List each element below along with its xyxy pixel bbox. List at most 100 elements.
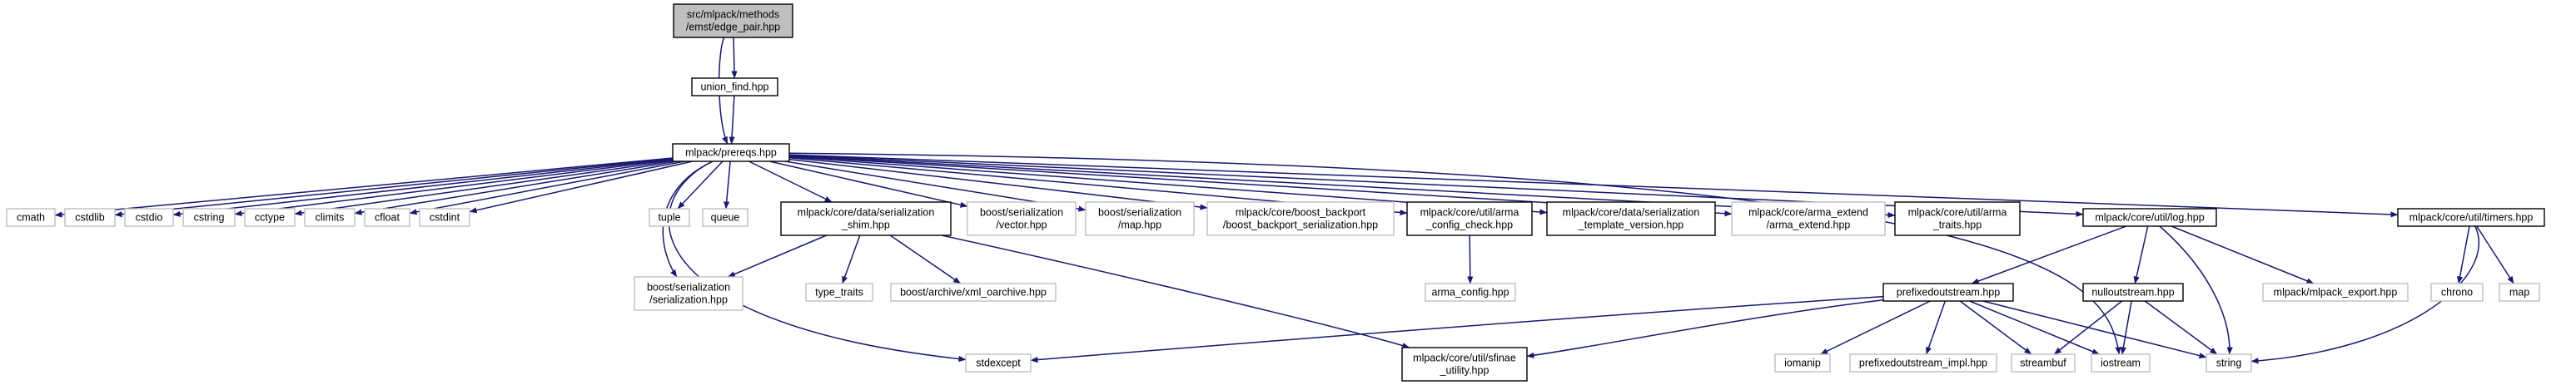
node-label-line: /arma_extend.hpp bbox=[1767, 220, 1851, 231]
node-box bbox=[2011, 353, 2076, 373]
edge-shim-to-sfinae bbox=[942, 234, 1410, 348]
edge-prefixedoutstream-to-sfinae bbox=[1526, 299, 1884, 358]
node-box bbox=[2397, 208, 2545, 227]
node-label-line: cmath bbox=[17, 212, 45, 224]
edge-prereqs-to-cstdint bbox=[469, 160, 693, 214]
node-label-line: /boost_backport_serialization.hpp bbox=[1223, 220, 1378, 231]
edge-prefixedoutstream-to-streambuf bbox=[1959, 300, 2032, 355]
edge-timers-to-map bbox=[2476, 225, 2514, 284]
node-template-version[interactable]: mlpack/core/data/serialization_template_… bbox=[1546, 201, 1716, 236]
edge-prereqs-to-cstdio bbox=[172, 158, 674, 217]
node-arma-traits[interactable]: mlpack/core/util/arma_traits.hpp bbox=[1894, 201, 2021, 236]
edge-nulloutstream-to-streambuf bbox=[2053, 300, 2123, 355]
node-box bbox=[364, 208, 410, 227]
node-cctype: cctype bbox=[244, 208, 296, 227]
node-box bbox=[2430, 283, 2484, 302]
node-label-line: mlpack/core/data/serialization bbox=[798, 207, 935, 219]
node-box bbox=[2091, 353, 2151, 373]
node-iomanip: iomanip bbox=[1774, 353, 1831, 373]
node-label-line: string bbox=[2216, 358, 2242, 369]
node-nulloutstream[interactable]: nulloutstream.hpp bbox=[2082, 283, 2184, 302]
edge-prefixedoutstream-to-string bbox=[1982, 300, 2207, 359]
edge-prereqs-to-tuple bbox=[677, 160, 724, 210]
node-label-line: union_find.hpp bbox=[700, 81, 768, 93]
node-box bbox=[1894, 201, 2021, 236]
node-box bbox=[6, 208, 56, 227]
node-cstdio: cstdio bbox=[124, 208, 174, 227]
node-string: string bbox=[2206, 353, 2252, 373]
node-timers[interactable]: mlpack/core/util/timers.hpp bbox=[2397, 208, 2545, 227]
node-label-line: cstdio bbox=[136, 212, 163, 224]
edge-prereqs-to-shim bbox=[748, 160, 833, 203]
edge-shim-to-xml_oarchive bbox=[889, 234, 962, 284]
edge-timers-to-string bbox=[2250, 225, 2479, 364]
node-box bbox=[244, 208, 296, 227]
edge-prereqs-to-climits bbox=[354, 160, 678, 215]
node-label-line: boost/serialization bbox=[1098, 207, 1181, 219]
edge-shim-to-boost_serialization bbox=[727, 234, 827, 278]
edge-layer bbox=[54, 37, 2514, 364]
edge-prereqs-to-cfloat bbox=[409, 160, 685, 215]
node-label-line: mlpack/core/util/timers.hpp bbox=[2409, 212, 2534, 224]
node-label-line: climits bbox=[316, 212, 345, 224]
node-chrono: chrono bbox=[2430, 283, 2484, 302]
node-box bbox=[1085, 201, 1195, 236]
edge-union_find-to-prereqs bbox=[729, 95, 735, 145]
node-label-line: iostream bbox=[2101, 358, 2141, 369]
edge-nulloutstream-to-iostream bbox=[2120, 300, 2132, 355]
node-mlpack-export: mlpack/mlpack_export.hpp bbox=[2262, 283, 2409, 302]
node-box bbox=[1882, 283, 2014, 302]
node-prereqs[interactable]: mlpack/prereqs.hpp bbox=[672, 143, 790, 162]
node-shim[interactable]: mlpack/core/data/serialization_shim.hpp bbox=[780, 201, 952, 236]
node-boost-serialization: boost/serialization/serialization.hpp bbox=[634, 276, 743, 311]
node-union-find[interactable]: union_find.hpp bbox=[691, 77, 778, 96]
node-map: map bbox=[2499, 283, 2540, 302]
node-label-line: /serialization.hpp bbox=[649, 294, 728, 306]
node-streambuf: streambuf bbox=[2011, 353, 2076, 373]
node-log[interactable]: mlpack/core/util/log.hpp bbox=[2082, 208, 2217, 227]
node-label-line: nulloutstream.hpp bbox=[2091, 287, 2174, 299]
node-label-line: src/mlpack/methods bbox=[687, 9, 779, 21]
node-label-line: boost/archive/xml_oarchive.hpp bbox=[900, 287, 1047, 299]
edge-prereqs-to-cstdlib bbox=[114, 157, 674, 218]
node-label-line: cctype bbox=[255, 212, 285, 224]
node-label-line: /map.hpp bbox=[1118, 220, 1161, 231]
node-label-line: boost/serialization bbox=[647, 282, 730, 294]
node-label-line: _traits.hpp bbox=[1932, 220, 1982, 231]
node-label-line: /vector.hpp bbox=[996, 220, 1047, 231]
node-box bbox=[2082, 208, 2217, 227]
node-cmath: cmath bbox=[6, 208, 56, 227]
node-prefixedoutstream[interactable]: prefixedoutstream.hpp bbox=[1882, 283, 2014, 302]
node-cfloat: cfloat bbox=[364, 208, 410, 227]
edge-prereqs-to-stdexcept bbox=[668, 160, 967, 363]
node-box bbox=[1849, 353, 1997, 373]
node-label-line: prefixedoutstream_impl.hpp bbox=[1859, 358, 1987, 369]
node-arma-extend: mlpack/core/arma_extend/arma_extend.hpp bbox=[1731, 201, 1886, 236]
node-label-line: iomanip bbox=[1784, 358, 1821, 369]
edge-prefixedoutstream-to-iostream bbox=[1969, 300, 2100, 355]
edge-nulloutstream-to-string bbox=[2144, 300, 2218, 355]
node-box bbox=[634, 276, 743, 311]
node-box bbox=[967, 201, 1077, 236]
node-arma-config-check[interactable]: mlpack/core/util/arma_config_check.hpp bbox=[1406, 201, 1533, 236]
node-box bbox=[890, 283, 1057, 302]
node-label-line: boost/serialization bbox=[980, 207, 1063, 219]
node-box bbox=[419, 208, 470, 227]
node-box bbox=[64, 208, 116, 227]
edge-prereqs-to-boost_vector bbox=[768, 160, 968, 208]
node-label-line: mlpack/core/util/sfinae bbox=[1413, 353, 1516, 364]
node-type-traits: type_traits bbox=[805, 283, 873, 302]
node-box bbox=[304, 208, 356, 227]
node-queue: queue bbox=[702, 208, 748, 227]
node-label-line: _utility.hpp bbox=[1440, 365, 1489, 377]
node-box bbox=[965, 353, 1032, 373]
node-box bbox=[1774, 353, 1831, 373]
node-label-line: cstdlib bbox=[75, 212, 104, 224]
node-box bbox=[649, 208, 690, 227]
node-box bbox=[2499, 283, 2540, 302]
node-label-line: tuple bbox=[658, 212, 680, 224]
node-box bbox=[1731, 201, 1886, 236]
node-box bbox=[2262, 283, 2409, 302]
node-label-line: chrono bbox=[2441, 287, 2473, 299]
node-sfinae[interactable]: mlpack/core/util/sfinae_utility.hpp bbox=[1401, 347, 1528, 382]
